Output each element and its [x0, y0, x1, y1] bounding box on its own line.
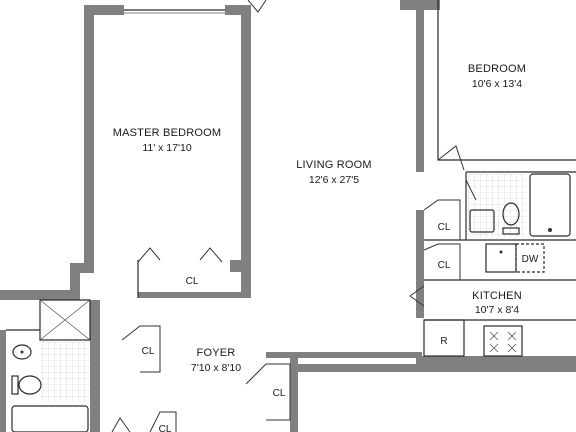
dishwasher-label: DW: [522, 254, 539, 265]
wall-corner: [230, 260, 242, 272]
wall-bath-left: [0, 330, 6, 432]
closet-label-bottom: CL: [159, 424, 172, 432]
room-name-master-bedroom: MASTER BEDROOM: [113, 127, 222, 139]
closet-door-master-1: [137, 247, 161, 263]
closet-label-kitchen: CL: [438, 260, 451, 271]
room-name-foyer: FOYER: [197, 347, 236, 359]
doors: [111, 0, 477, 432]
kitchen-fixtures: [423, 243, 545, 357]
bathroom-right: [466, 172, 571, 240]
room-name-kitchen: KITCHEN: [472, 290, 522, 302]
toilet-icon: [18, 375, 42, 395]
bedroom-door: [437, 145, 465, 171]
wall-bedroom-left: [416, 0, 424, 172]
sink-right-icon: [469, 209, 495, 233]
closet-bath: [423, 199, 461, 240]
room-dims-living-room: 12'6 x 27'5: [309, 174, 359, 186]
wall-master-left: [84, 5, 94, 263]
closet-label-bath: CL: [438, 222, 451, 233]
closet-foyer-right: [245, 363, 291, 421]
closet-label-foyer-left: CL: [142, 346, 155, 357]
room-name-bedroom: BEDROOM: [468, 63, 526, 75]
wall-notch-vert: [70, 263, 80, 300]
wall-foyer-right: [290, 358, 298, 432]
wall-bath-right: [90, 300, 100, 432]
wall-master-right: [241, 5, 251, 298]
wall-bath-top: [0, 290, 80, 300]
bathroom-lower-left: [11, 340, 90, 432]
window-corner: [247, 0, 267, 13]
wall-master-top-left: [84, 5, 124, 15]
room-dims-bedroom: 10'6 x 13'4: [472, 78, 522, 90]
sink-icon: [12, 344, 32, 360]
wall-notch: [70, 263, 94, 273]
wall-master-top-right: [225, 5, 249, 15]
room-dims-master-bedroom: 11' x 17'10: [142, 142, 192, 154]
wall-lower-corridor: [298, 364, 576, 372]
closet-kitchen: [423, 243, 461, 280]
room-name-living-room: LIVING ROOM: [296, 159, 372, 171]
closet-label-master: CL: [186, 276, 199, 287]
wall-foyer-top: [266, 352, 422, 358]
wall-kitchen-bottom: [416, 356, 576, 364]
refrigerator-label: R: [440, 336, 447, 347]
dishwasher-box: [515, 243, 545, 273]
closet-door-master-2: [199, 247, 223, 263]
wall-master-closet-bottom: [138, 292, 251, 298]
bathtub-icon: [11, 405, 89, 432]
bathtub-right-icon: [529, 173, 571, 237]
room-dims-foyer: 7'10 x 8'10: [191, 362, 241, 374]
closet-label-foyer-right: CL: [273, 388, 286, 399]
closet-foyer-left: [121, 325, 161, 373]
kitchen-sink-icon: [485, 243, 517, 273]
stove-icon: [483, 325, 523, 357]
room-dims-kitchen: 10'7 x 8'4: [475, 304, 519, 316]
toilet-right-icon: [502, 202, 520, 226]
wall-kitchen-left: [416, 210, 424, 318]
refrigerator-box: [423, 319, 465, 357]
